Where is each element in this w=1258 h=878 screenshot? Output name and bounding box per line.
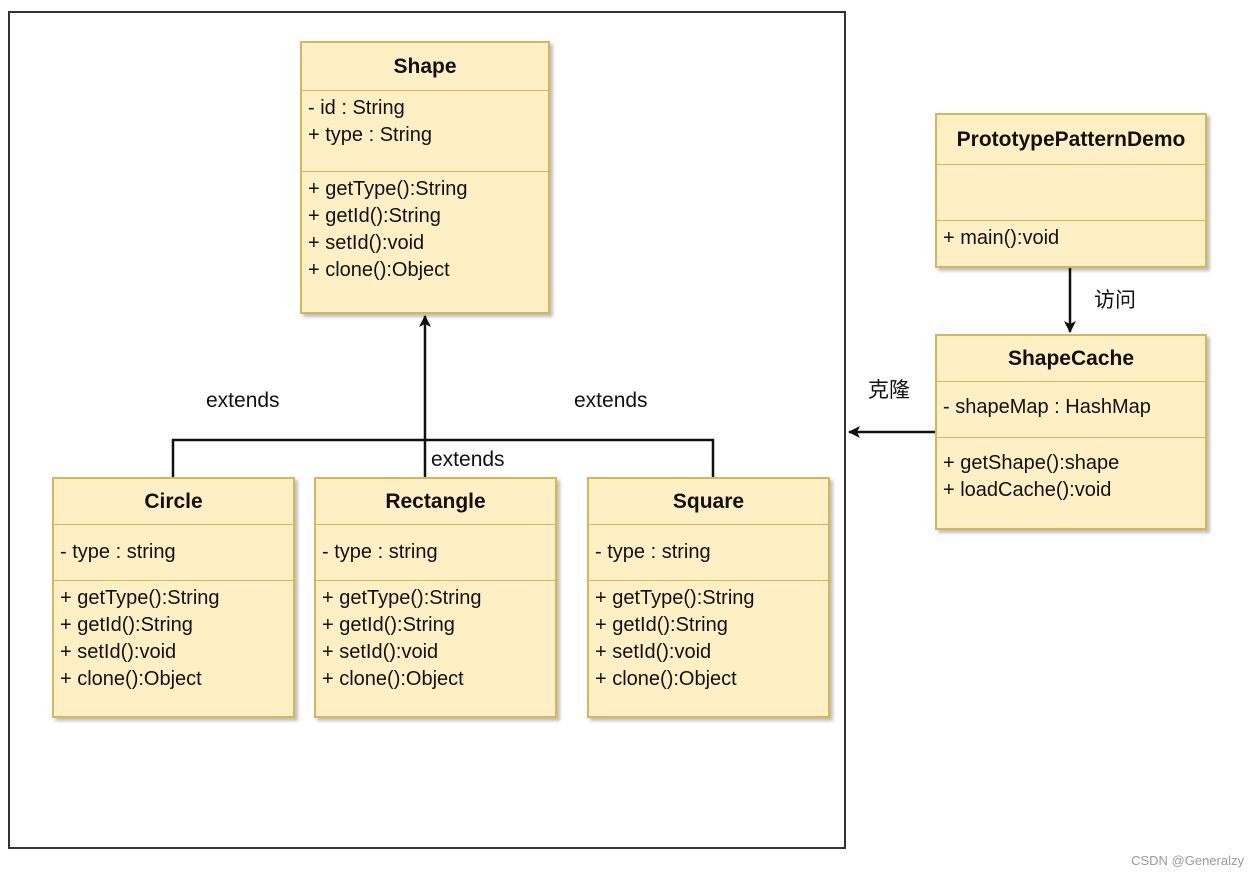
- method: + getType():String: [308, 178, 468, 200]
- method: + getId():String: [322, 614, 455, 636]
- attribute: - id : String: [308, 97, 405, 119]
- attributes-section: - shapeMap : HashMap: [937, 382, 1205, 438]
- method: + loadCache():void: [943, 479, 1112, 501]
- method: + setId():void: [308, 232, 425, 254]
- method: + clone():Object: [595, 668, 737, 690]
- method: + setId():void: [322, 641, 439, 663]
- access-label: 访问: [1094, 289, 1136, 312]
- methods-section: + getType():String + getId():String + se…: [589, 581, 828, 697]
- method: + getType():String: [322, 587, 482, 609]
- method: + getType():String: [595, 587, 755, 609]
- attribute: + type : String: [308, 124, 432, 146]
- attribute: - type : string: [595, 541, 711, 563]
- class-square[interactable]: Square - type : string + getType():Strin…: [587, 477, 830, 718]
- attributes-section: - type : string: [54, 525, 293, 581]
- attributes-section: - id : String + type : String: [302, 91, 548, 172]
- methods-section: + getType():String + getId():String + se…: [316, 581, 555, 697]
- class-rectangle[interactable]: Rectangle - type : string + getType():St…: [314, 477, 557, 718]
- method: + setId():void: [60, 641, 177, 663]
- method: + main():void: [943, 227, 1060, 249]
- attributes-section: - type : string: [316, 525, 555, 581]
- method: + getType():String: [60, 587, 220, 609]
- class-name: Rectangle: [316, 479, 555, 525]
- attributes-section: - type : string: [589, 525, 828, 581]
- class-name: Square: [589, 479, 828, 525]
- class-shape-cache[interactable]: ShapeCache - shapeMap : HashMap + getSha…: [935, 334, 1207, 530]
- methods-section: + getShape():shape + loadCache():void: [937, 438, 1205, 508]
- method: + clone():Object: [60, 668, 202, 690]
- class-name: Circle: [54, 479, 293, 525]
- method: + getId():String: [595, 614, 728, 636]
- class-shape[interactable]: Shape - id : String + type : String + ge…: [300, 41, 550, 314]
- extends-label-center: extends: [431, 448, 505, 471]
- class-circle[interactable]: Circle - type : string + getType():Strin…: [52, 477, 295, 718]
- attributes-section: [937, 165, 1205, 221]
- method: + clone():Object: [322, 668, 464, 690]
- class-name: ShapeCache: [937, 336, 1205, 382]
- method: + setId():void: [595, 641, 712, 663]
- attribute: - type : string: [60, 541, 176, 563]
- inheritance-branch-line: [171, 438, 715, 477]
- watermark: CSDN @Generalzy: [1131, 853, 1244, 868]
- attribute: - type : string: [322, 541, 438, 563]
- class-prototype-pattern-demo[interactable]: PrototypePatternDemo + main():void: [935, 113, 1207, 268]
- attribute: - shapeMap : HashMap: [943, 396, 1151, 418]
- method: + getShape():shape: [943, 452, 1120, 474]
- methods-section: + getType():String + getId():String + se…: [54, 581, 293, 697]
- methods-section: + main():void: [937, 221, 1205, 256]
- class-name: Shape: [302, 43, 548, 91]
- diagram-frame: [8, 11, 846, 849]
- class-name: PrototypePatternDemo: [937, 115, 1205, 165]
- method: + clone():Object: [308, 259, 450, 281]
- extends-label-left: extends: [206, 389, 280, 412]
- methods-section: + getType():String + getId():String + se…: [302, 172, 548, 288]
- clone-label: 克隆: [868, 379, 910, 402]
- method: + getId():String: [60, 614, 193, 636]
- extends-label-right: extends: [574, 389, 648, 412]
- method: + getId():String: [308, 205, 441, 227]
